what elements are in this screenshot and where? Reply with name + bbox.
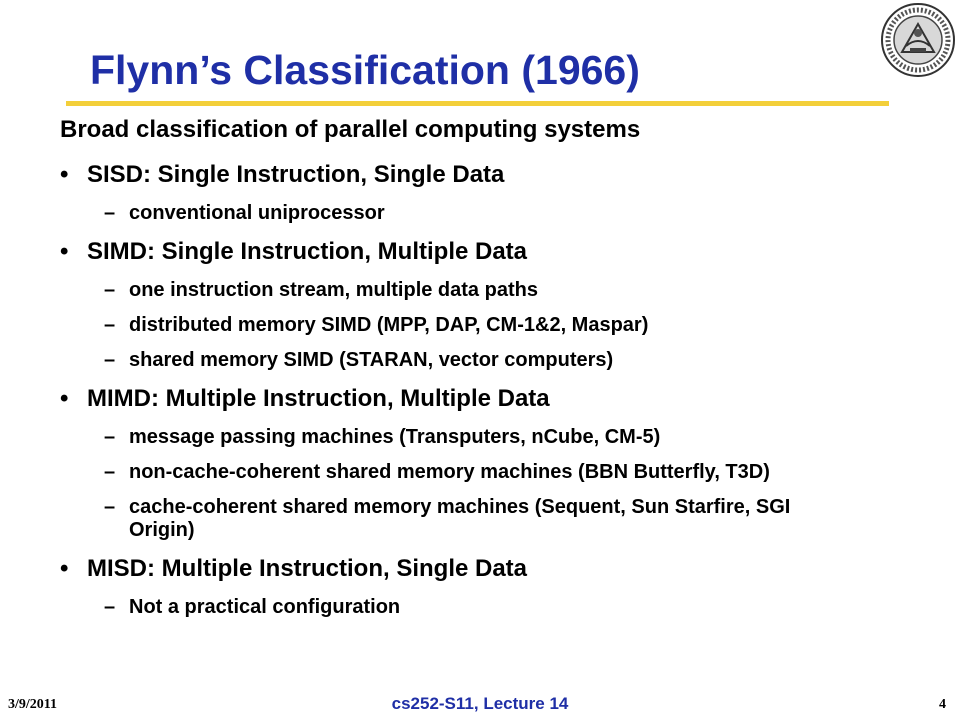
- sub-bullet-item: –Not a practical configuration: [104, 596, 900, 619]
- bullet-text: SISD: Single Instruction, Single Data: [87, 161, 505, 188]
- sub-bullet-list: –one instruction stream, multiple data p…: [104, 279, 900, 372]
- sub-bullet-list: –message passing machines (Transputers, …: [104, 426, 900, 542]
- sub-bullet-item: –non-cache-coherent shared memory machin…: [104, 461, 900, 484]
- sub-bullet-mark: –: [104, 461, 116, 483]
- bullet-mark: •: [60, 161, 69, 188]
- sub-bullet-item: –conventional uniprocessor: [104, 202, 900, 225]
- sub-bullet-text: Not a practical configuration: [129, 596, 401, 618]
- sub-bullet-item: –message passing machines (Transputers, …: [104, 426, 900, 449]
- sub-bullet-mark: –: [104, 314, 116, 336]
- bullet-item: • SIMD: Single Instruction, Multiple Data: [60, 237, 900, 267]
- title-underline: [66, 101, 889, 106]
- sub-bullet-text: one instruction stream, multiple data pa…: [129, 279, 538, 301]
- footer-course: cs252-S11, Lecture 14: [391, 694, 569, 713]
- bullet-text: SIMD: Single Instruction, Multiple Data: [87, 238, 528, 265]
- sub-bullet-mark: –: [104, 279, 116, 301]
- footer-date: 3/9/2011: [8, 697, 58, 712]
- sub-bullet-mark: –: [104, 596, 116, 618]
- sub-bullet-item: –cache-coherent shared memory machines (…: [104, 496, 900, 542]
- sub-bullet-list: –conventional uniprocessor: [104, 202, 900, 225]
- university-seal-icon: [880, 2, 956, 78]
- bullet-item: • MIMD: Multiple Instruction, Multiple Da…: [60, 384, 900, 414]
- sub-bullet-item: –one instruction stream, multiple data p…: [104, 279, 900, 302]
- slide-subtitle: Broad classification of parallel computi…: [60, 116, 641, 143]
- page-number: 4: [939, 697, 946, 712]
- bullet-list: •SISD: Single Instruction, Single Data–c…: [60, 160, 900, 619]
- sub-bullet-text: non-cache-coherent shared memory machine…: [129, 461, 770, 483]
- sub-bullet-text: conventional uniprocessor: [129, 202, 385, 224]
- sub-bullet-text: message passing machines (Transputers, n…: [129, 426, 661, 448]
- sub-bullet-text: distributed memory SIMD (MPP, DAP, CM-1&…: [129, 314, 649, 336]
- bullet-item: • SISD: Single Instruction, Single Data: [60, 160, 900, 190]
- bullet-mark: •: [60, 385, 69, 412]
- sub-bullet-item: –distributed memory SIMD (MPP, DAP, CM-1…: [104, 314, 900, 337]
- bullet-mark: •: [60, 555, 69, 582]
- sub-bullet-text: shared memory SIMD (STARAN, vector compu…: [129, 349, 614, 371]
- sub-bullet-mark: –: [104, 202, 116, 224]
- bullet-text: MISD: Multiple Instruction, Single Data: [87, 555, 528, 582]
- sub-bullet-list: –Not a practical configuration: [104, 596, 900, 619]
- bullet-mark: •: [60, 238, 69, 265]
- sub-bullet-mark: –: [104, 426, 116, 448]
- bullet-item: • MISD: Multiple Instruction, Single Data: [60, 554, 900, 584]
- sub-bullet-mark: –: [104, 496, 116, 518]
- sub-bullet-mark: –: [104, 349, 116, 371]
- sub-bullet-item: –shared memory SIMD (STARAN, vector comp…: [104, 349, 900, 372]
- bullet-text: MIMD: Multiple Instruction, Multiple Dat…: [87, 385, 550, 412]
- slide-title: Flynn’s Classification (1966): [90, 47, 640, 93]
- sub-bullet-text: cache-coherent shared memory machines (S…: [129, 496, 791, 541]
